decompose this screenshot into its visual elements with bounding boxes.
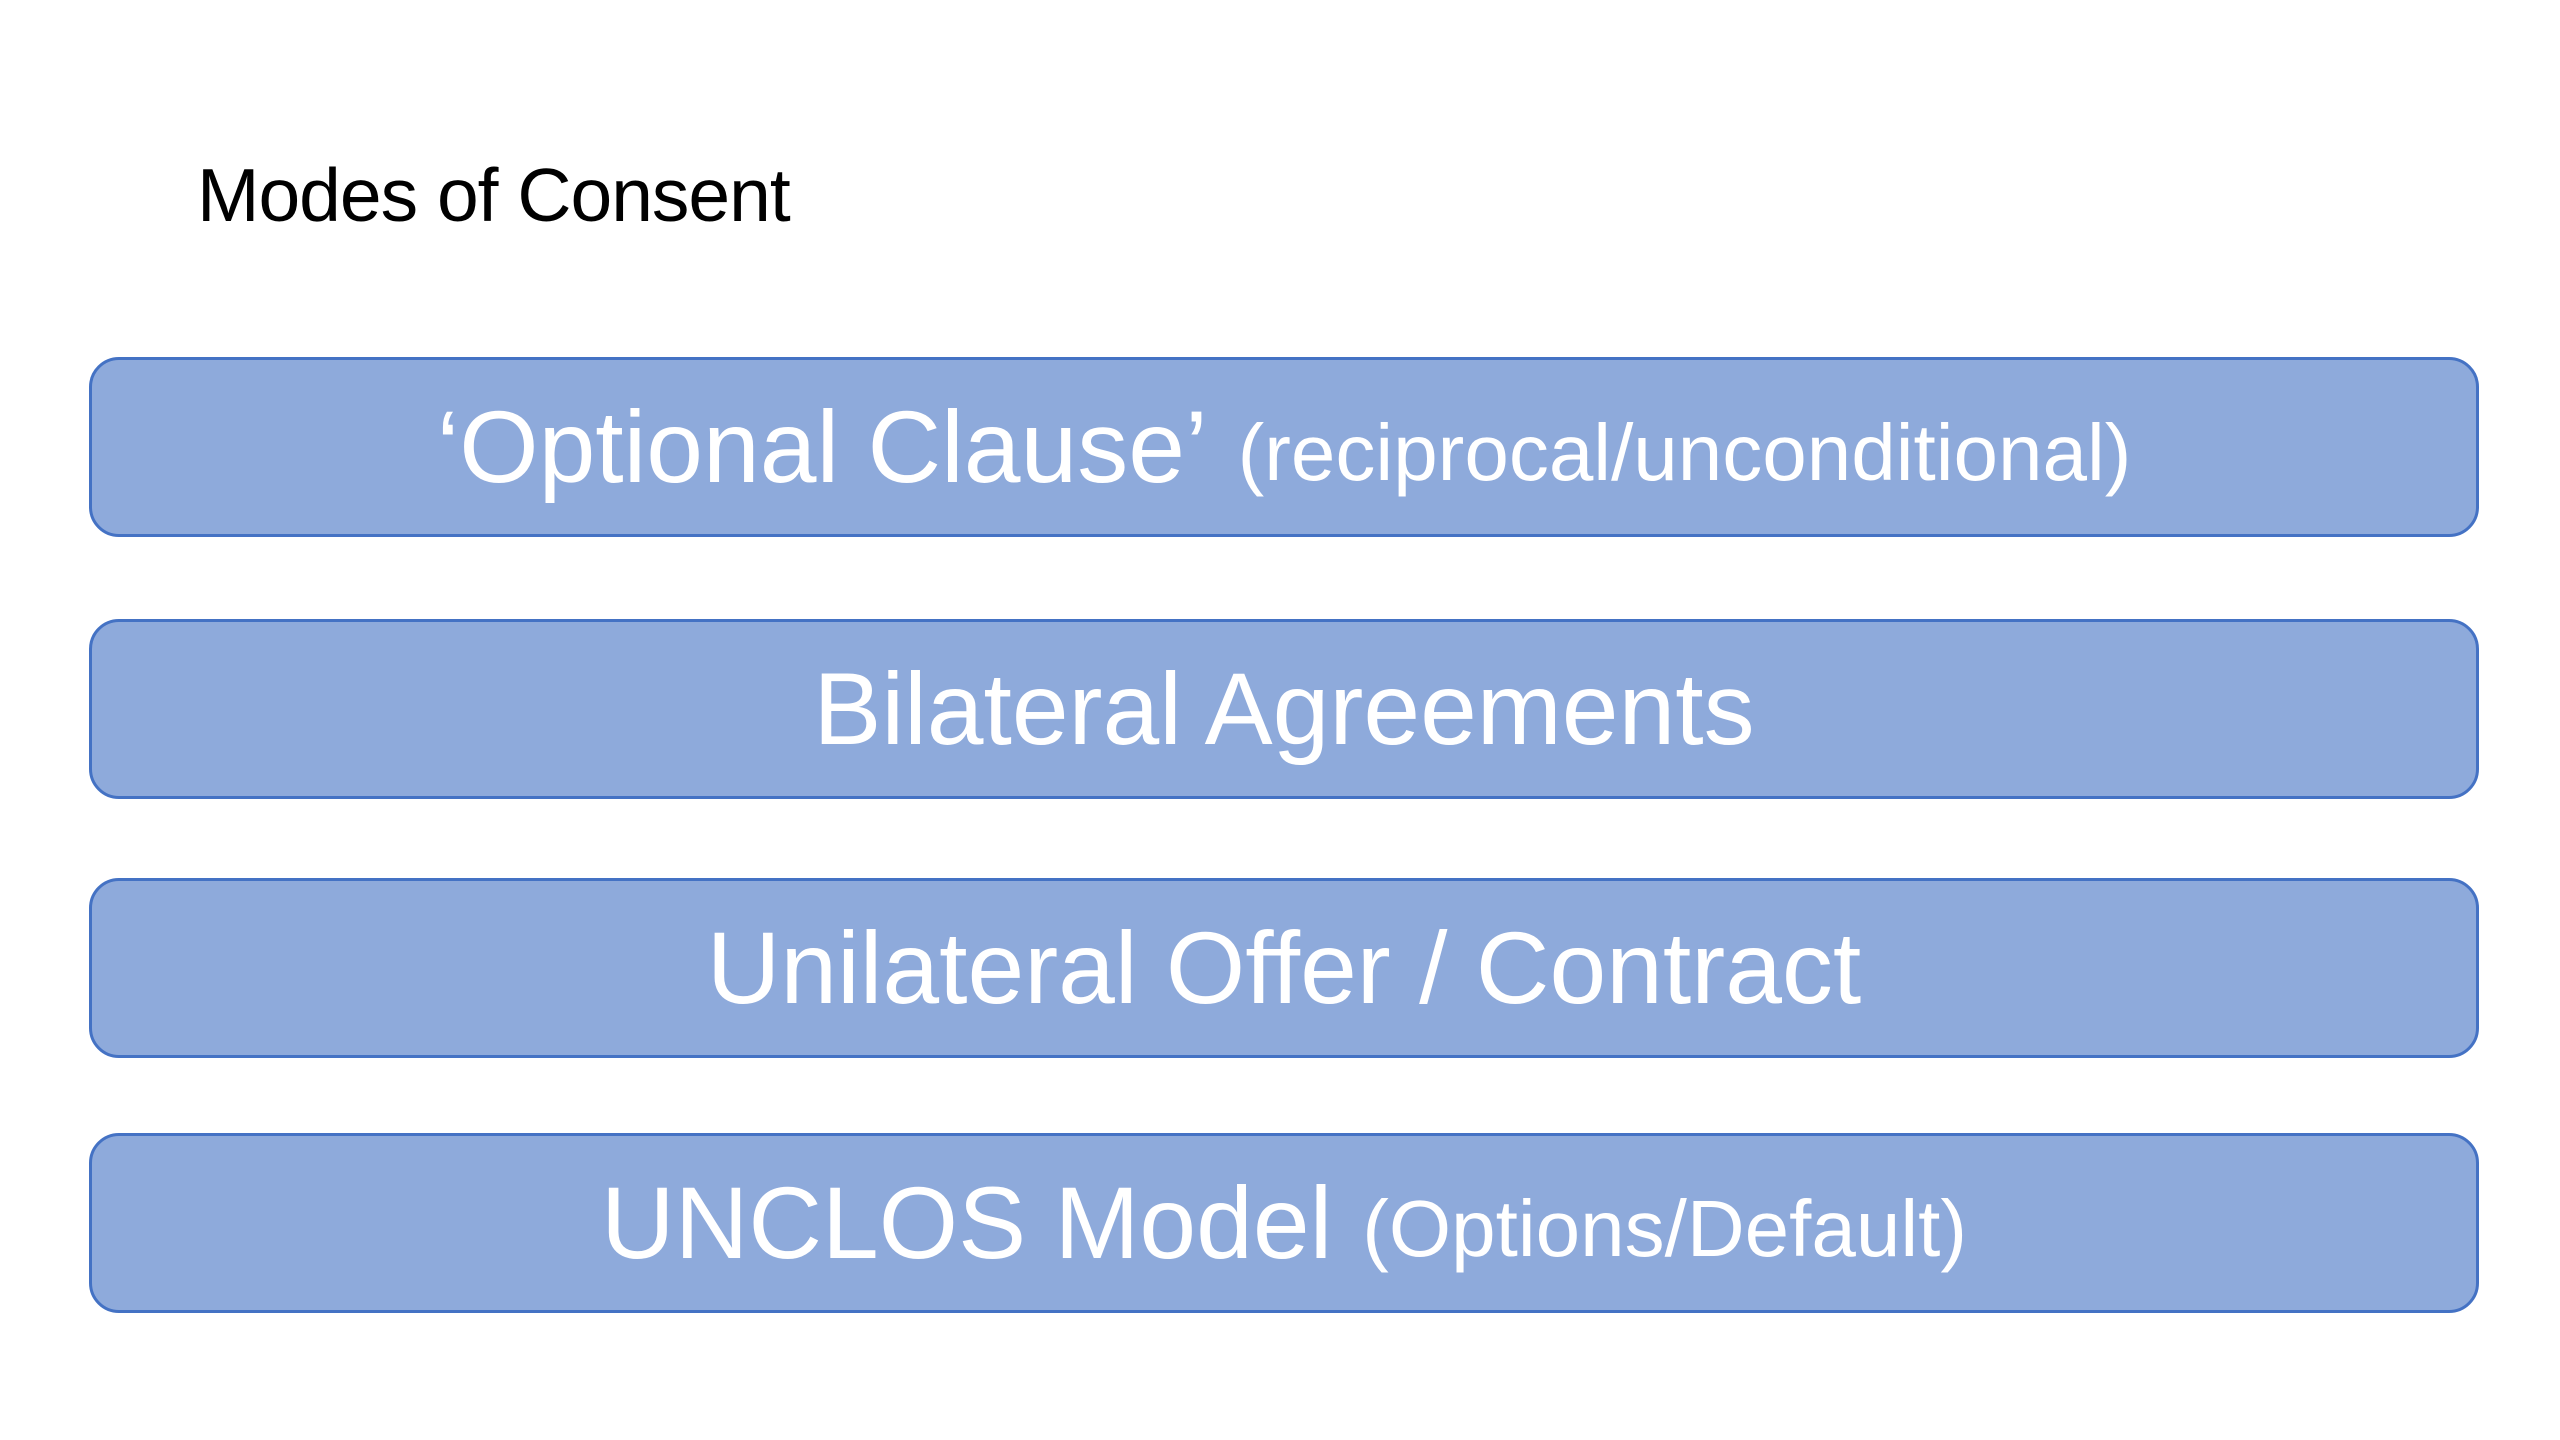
consent-mode-unclos-model: UNCLOS Model (Options/Default) — [89, 1133, 2479, 1313]
consent-mode-optional-clause: ‘Optional Clause’ (reciprocal/unconditio… — [89, 357, 2479, 537]
consent-mode-label: UNCLOS Model — [601, 1166, 1333, 1280]
consent-mode-label: ‘Optional Clause’ — [436, 390, 1208, 504]
consent-mode-unilateral-offer: Unilateral Offer / Contract — [89, 878, 2479, 1058]
consent-mode-label: Bilateral Agreements — [813, 652, 1755, 766]
consent-mode-label: Unilateral Offer / Contract — [706, 911, 1862, 1025]
consent-mode-bilateral-agreements: Bilateral Agreements — [89, 619, 2479, 799]
consent-mode-qualifier: (reciprocal/unconditional) — [1237, 408, 2132, 497]
slide-title: Modes of Consent — [197, 153, 791, 237]
consent-mode-qualifier: (Options/Default) — [1362, 1184, 1967, 1273]
